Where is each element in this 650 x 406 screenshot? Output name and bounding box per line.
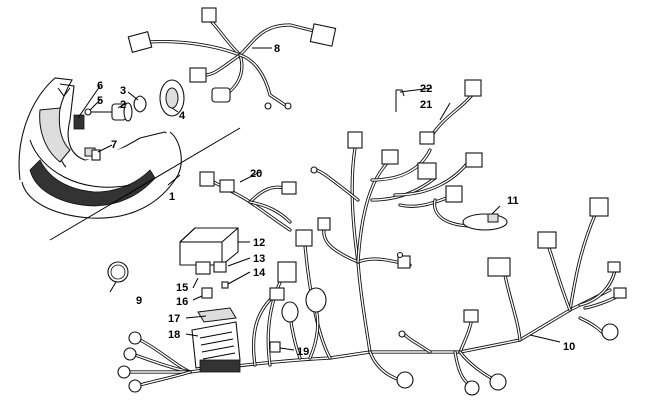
pin-part-22 [395, 89, 405, 112]
callout-12: 12 [253, 237, 265, 249]
callout-labels: 1 2 3 4 5 6 7 8 9 10 11 12 13 14 15 16 1… [97, 43, 575, 358]
headlight-harness [127, 7, 337, 110]
socket-part-7 [91, 149, 101, 161]
connector [277, 261, 297, 283]
plug-part-19 [269, 341, 281, 353]
fuse-part-16 [201, 287, 213, 299]
connector [347, 131, 363, 149]
callout-7: 7 [111, 139, 117, 151]
screw-part-5 [84, 108, 92, 116]
callout-19: 19 [297, 346, 309, 358]
main-harness [117, 131, 627, 396]
connector [219, 179, 235, 193]
callout-9: 9 [136, 295, 142, 307]
callout-13: 13 [253, 253, 265, 265]
headlight-assembly [18, 77, 182, 219]
retaining-ring-part-3 [133, 95, 147, 113]
callout-17: 17 [168, 313, 180, 325]
connector [537, 231, 557, 249]
fuse-strip-part-17 [197, 307, 237, 323]
connector [464, 79, 482, 97]
round-connector [281, 301, 299, 323]
callout-6: 6 [97, 80, 103, 92]
callout-14: 14 [253, 267, 266, 279]
callout-22: 22 [420, 83, 432, 95]
fuse-part-14 [221, 281, 229, 289]
connector [281, 181, 297, 195]
connector [465, 152, 483, 168]
callout-8: 8 [274, 43, 280, 55]
connector [211, 87, 231, 103]
relay-part-15 [195, 261, 211, 275]
fuse-block-base [199, 359, 241, 373]
connector [201, 7, 217, 23]
connector [269, 287, 285, 301]
connector [417, 162, 437, 180]
connector [445, 185, 463, 203]
connector [607, 261, 621, 273]
callout-20: 20 [250, 168, 262, 180]
round-connector [396, 371, 414, 389]
callout-10: 10 [563, 341, 575, 353]
connector [381, 149, 399, 165]
callout-4: 4 [179, 110, 186, 122]
connector [189, 67, 207, 83]
connector [199, 171, 215, 187]
connector [127, 31, 153, 53]
round-connector [128, 379, 142, 393]
round-connector [464, 380, 480, 396]
round-connector [128, 331, 142, 345]
bulb-and-fasteners [73, 79, 185, 161]
pin-and-sensor-harness [395, 79, 482, 145]
fuse-relay-components [107, 227, 241, 373]
callout-15: 15 [176, 282, 188, 294]
connector [317, 217, 331, 231]
headlight-frame [49, 127, 241, 241]
round-connector [601, 323, 619, 341]
round-connector [117, 365, 131, 379]
connector [309, 23, 337, 47]
callout-2: 2 [120, 99, 126, 111]
connector [613, 287, 627, 299]
connector [589, 197, 609, 217]
round-connector [489, 373, 507, 391]
sensor-part-11 [462, 213, 508, 231]
round-connector [305, 287, 327, 313]
connector [463, 309, 479, 323]
clip-part-6 [73, 114, 85, 130]
callout-21: 21 [420, 99, 432, 111]
leader-lines [77, 47, 561, 351]
connector [487, 257, 511, 277]
round-connector [123, 347, 137, 361]
callout-16: 16 [176, 296, 188, 308]
callout-3: 3 [120, 85, 126, 97]
callout-11: 11 [507, 195, 519, 207]
callout-18: 18 [168, 329, 180, 341]
connector [419, 131, 435, 145]
connector [397, 255, 411, 269]
connector [295, 229, 313, 247]
relay-part-13 [213, 261, 227, 273]
callout-5: 5 [97, 95, 103, 107]
callout-1: 1 [169, 191, 175, 203]
